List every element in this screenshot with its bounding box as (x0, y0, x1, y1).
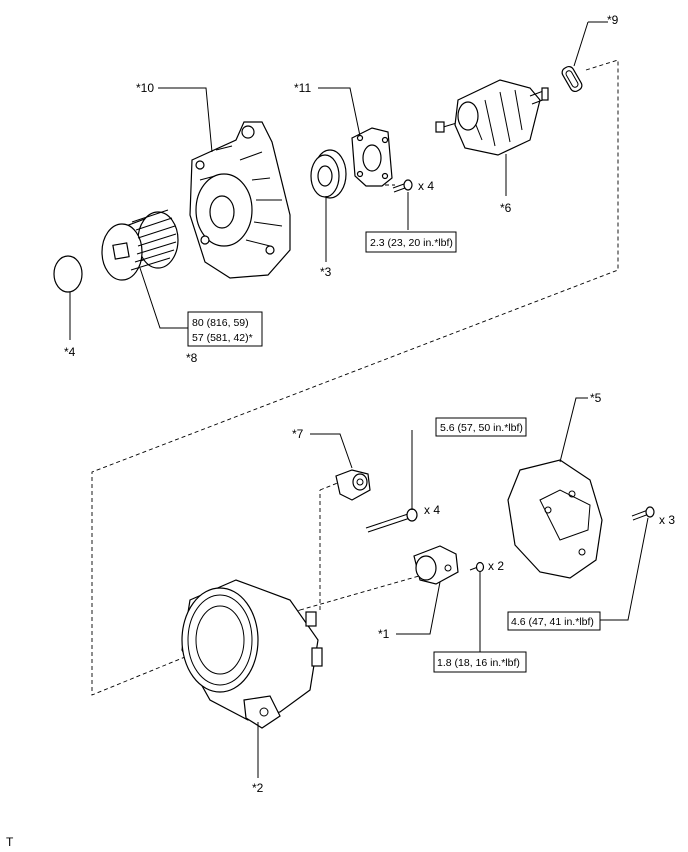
callout-5: *5 (590, 391, 602, 405)
leader-lines (69, 21, 649, 778)
callout-4: *4 (64, 345, 76, 359)
brush-screw-part (469, 561, 485, 573)
qty-plate-screws: x 4 (418, 179, 434, 193)
seal-ring-part (53, 255, 83, 293)
torque-spec-pulley: 80 (816, 59) 57 (581, 42)* (187, 311, 263, 347)
torque-spec-plate-screws: 2.3 (23, 20 in.*lbf) (365, 231, 457, 253)
torque-brush-screws-text: 1.8 (18, 16 in.*lbf) (437, 657, 520, 669)
torque-spec-cover-bolts: 4.6 (47, 41 in.*lbf) (507, 611, 601, 631)
footer-mark: T (6, 835, 14, 849)
pulley-part (101, 209, 179, 281)
callout-6: *6 (500, 201, 512, 215)
terminal-insulator-part (335, 469, 371, 501)
qty-through-bolts: x 4 (424, 503, 440, 517)
small-seal-part (561, 65, 583, 93)
torque-pulley-line1: 80 (816, 59) (192, 317, 249, 329)
torque-pulley-line2: 57 (581, 42)* (192, 332, 253, 344)
rotor-part (435, 79, 549, 156)
torque-cover-bolts-text: 4.6 (47, 41 in.*lbf) (511, 616, 594, 628)
drive-end-frame-part (189, 121, 291, 279)
bearing-part (310, 149, 347, 199)
qty-cover-bolts: x 3 (659, 513, 675, 527)
through-bolt-part (365, 508, 418, 533)
brush-holder-part (413, 545, 459, 585)
callout-3: *3 (320, 265, 332, 279)
stator-frame-part (181, 579, 323, 729)
qty-brush-screws: x 2 (488, 559, 504, 573)
plate-screw-part (392, 179, 413, 193)
callout-2: *2 (252, 781, 264, 795)
torque-spec-through-bolts: 5.6 (57, 50 in.*lbf) (435, 417, 527, 437)
torque-plate-screws-text: 2.3 (23, 20 in.*lbf) (370, 237, 453, 249)
callout-9: *9 (607, 13, 619, 27)
callout-10: *10 (136, 81, 154, 95)
callout-7: *7 (292, 427, 304, 441)
rear-end-cover-part (507, 459, 603, 579)
cover-bolt-part (631, 506, 655, 521)
bearing-retainer-plate-part (351, 127, 393, 187)
torque-spec-brush-screws: 1.8 (18, 16 in.*lbf) (433, 651, 527, 673)
torque-through-bolts-text: 5.6 (57, 50 in.*lbf) (440, 422, 523, 434)
callout-1: *1 (378, 627, 390, 641)
callout-8: *8 (186, 351, 198, 365)
callout-11: *11 (294, 81, 311, 95)
